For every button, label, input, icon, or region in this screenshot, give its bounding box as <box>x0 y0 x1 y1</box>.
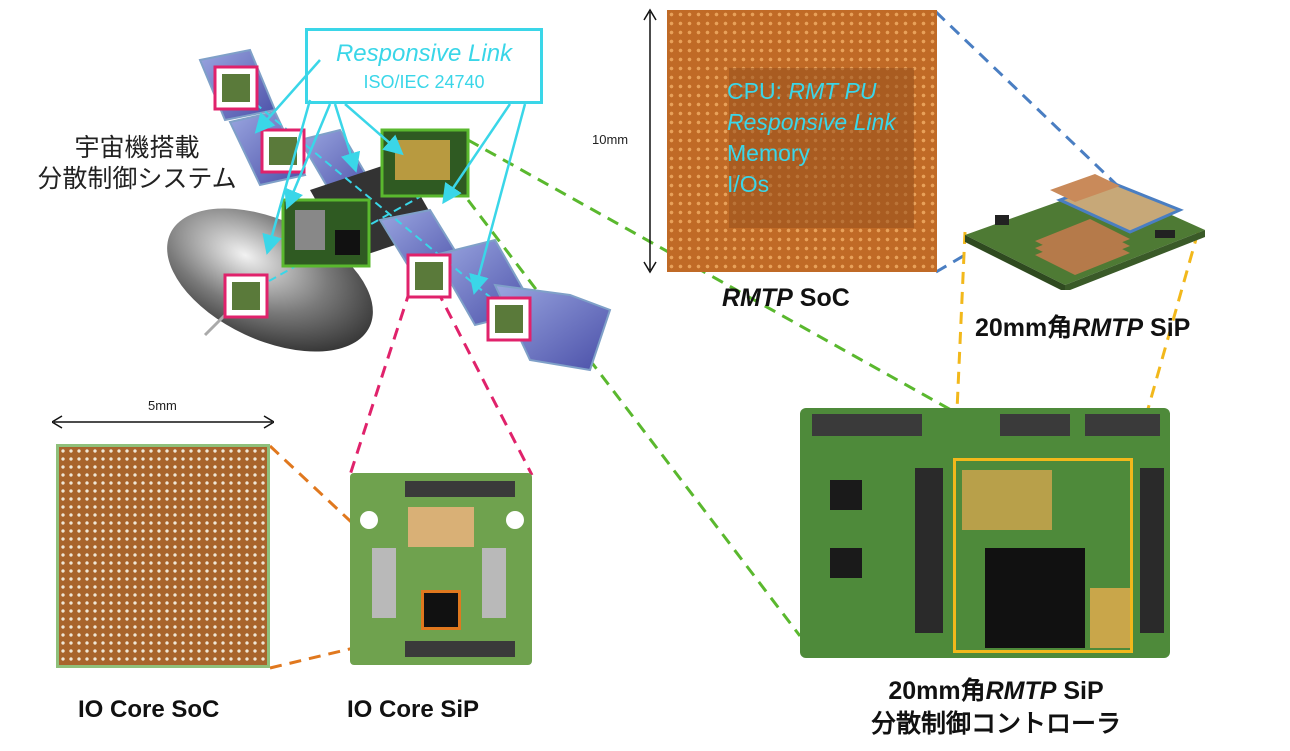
controller-connector-right <box>1140 468 1164 633</box>
callout-subtitle: ISO/IEC 24740 <box>363 72 485 92</box>
rmtp-soc-caption-rest: SoC <box>792 284 850 312</box>
controller-caption: 20mm角RMTP SiP 分散制御コントローラ <box>866 675 1126 741</box>
io-module-5 <box>486 296 532 342</box>
rmtp-soc-line-rmtpu: RMT PU <box>788 78 877 104</box>
io-sip-hole-left <box>360 511 378 529</box>
io-sip-connector-left <box>372 548 396 618</box>
controller-caption-prefix: 20mm角 <box>888 677 986 705</box>
rmtp-soc-line-memory: Memory <box>727 140 811 166</box>
controller-caption-line2: 分散制御コントローラ <box>870 710 1121 738</box>
rmtp-soc-dimension: 10mm <box>592 132 629 147</box>
rmtp-soc-core-region <box>729 68 914 228</box>
io-sip-connector-right <box>482 548 506 618</box>
satellite-label-line1: 宇宙機搭載 <box>74 134 200 162</box>
io-module-3 <box>223 273 269 319</box>
io-sip-connector-bottom <box>405 641 515 657</box>
io-soc-die <box>56 444 270 668</box>
controller-sip-outline <box>953 458 1133 653</box>
green-connector-bottom <box>466 199 802 637</box>
controller-caption-rest: SiP <box>1056 677 1104 705</box>
rmtp-soc-line-rl: Responsive Link <box>727 109 896 135</box>
io-sip-chip <box>421 590 461 630</box>
io-sip-hole-right <box>506 511 524 529</box>
io-module-4 <box>406 253 452 299</box>
orange-connector-bottom <box>269 629 426 670</box>
io-sip-caption: IO Core SiP <box>347 696 480 723</box>
io-sip-board <box>350 473 532 665</box>
rmtp-sip-caption: 20mm角RMTP SiP <box>975 308 1190 344</box>
satellite-label: 宇宙機搭載 分散制御システム <box>22 133 252 195</box>
green-connector-top <box>467 138 961 417</box>
controller-sip-chip <box>985 548 1085 648</box>
controller-connector-left <box>915 468 943 633</box>
rmtp-soc-caption: RMTP SoC <box>722 284 850 313</box>
controller-sip-pads <box>1090 588 1130 648</box>
io-soc-dimension: 5mm <box>148 398 177 413</box>
controller-ic-1 <box>830 480 862 510</box>
controller-ic-2 <box>830 548 862 578</box>
rmtp-sip-photo <box>965 174 1205 290</box>
magenta-connector-left <box>348 289 412 476</box>
callout-title: Responsive Link <box>335 40 513 67</box>
io-soc-scale-arrow <box>52 415 274 429</box>
rmtp-sip-caption-rest: SiP <box>1143 314 1191 342</box>
callout-arrows <box>254 59 527 295</box>
controller-board <box>800 408 1170 658</box>
magenta-connector-right <box>435 289 534 476</box>
blue-connector-top <box>934 10 1122 190</box>
controller-module-2 <box>281 198 371 268</box>
satellite-illustration <box>167 48 612 372</box>
controller-connector-top-2 <box>1000 414 1070 436</box>
orange-connector-top <box>268 444 427 593</box>
responsive-link-callout: Responsive Link ISO/IEC 24740 <box>305 28 543 104</box>
io-soc-caption: IO Core SoC <box>78 696 220 723</box>
rmtp-soc-scale-arrow <box>643 8 657 274</box>
rmtp-sip-caption-italic: RMTP <box>1072 314 1144 342</box>
blue-connector-bottom <box>935 250 971 274</box>
rmtp-soc-line-io: I/Os <box>727 171 770 197</box>
rmtp-sip-caption-prefix: 20mm角 <box>975 314 1073 342</box>
rmtp-soc-lines: CPU: RMT PU Responsive Link Memory I/Os <box>727 76 896 200</box>
bus-line-1 <box>244 94 531 331</box>
controller-sip-memory <box>962 470 1052 530</box>
io-sip-connector-top <box>405 481 515 497</box>
io-module-1 <box>213 65 259 111</box>
rmtp-soc-die: CPU: RMT PU Responsive Link Memory I/Os <box>667 10 937 272</box>
controller-connector-top-3 <box>1085 414 1160 436</box>
satellite-label-line2: 分散制御システム <box>37 165 237 193</box>
rmtp-soc-line-cpu: CPU: <box>727 78 789 104</box>
controller-caption-italic: RMTP <box>985 677 1057 705</box>
rmtp-soc-caption-italic: RMTP <box>722 284 793 312</box>
io-sip-memory-stack <box>408 507 474 547</box>
controller-connector-top-1 <box>812 414 922 436</box>
